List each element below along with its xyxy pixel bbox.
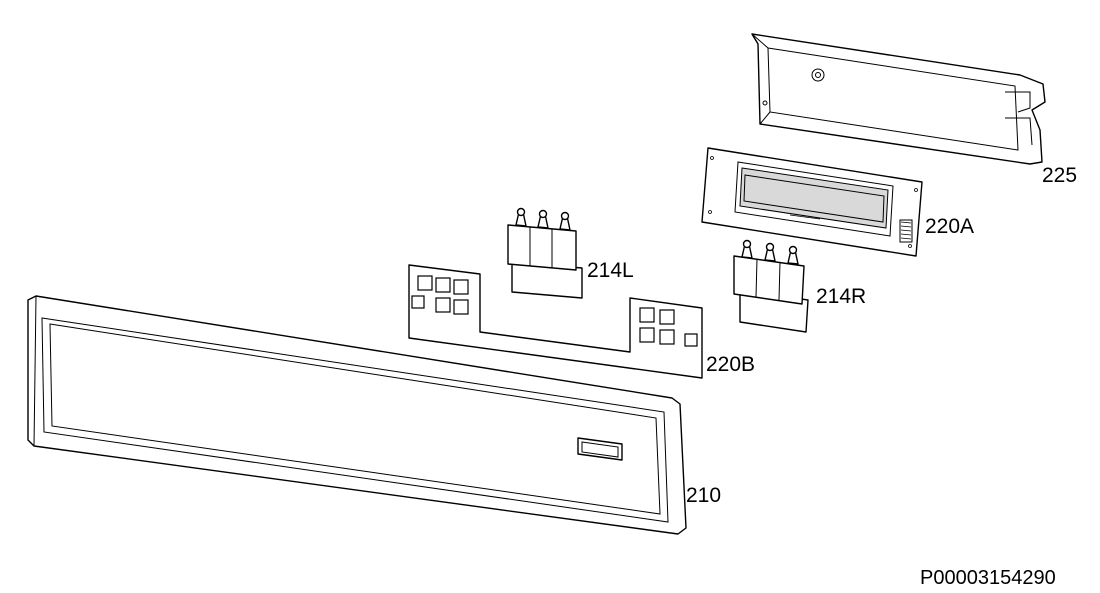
part-210-front-panel — [27, 295, 687, 535]
callout-210: 210 — [686, 484, 722, 507]
part-214R-key-block — [733, 239, 809, 333]
document-id: P00003154290 — [920, 567, 1056, 589]
callout-225: 225 — [1042, 164, 1078, 187]
sensor-pads-left — [411, 275, 469, 315]
sensor-pads-right — [639, 307, 698, 347]
callout-214R: 214R — [816, 285, 867, 308]
part-220A-display-board — [701, 147, 923, 257]
callout-214L: 214L — [587, 259, 634, 282]
part-225-housing — [751, 33, 1046, 165]
display-window — [577, 437, 623, 461]
part-214L-key-block — [507, 207, 583, 299]
callout-220A: 220A — [925, 215, 975, 238]
connector-pins — [899, 219, 913, 243]
part-220B-sensor-board — [408, 264, 703, 379]
callout-220B: 220B — [706, 353, 756, 376]
